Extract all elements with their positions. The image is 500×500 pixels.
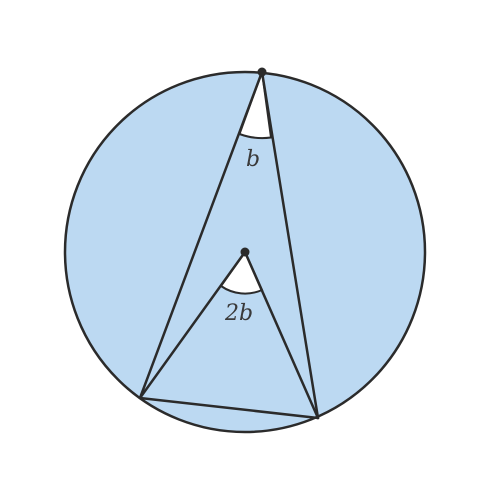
inscribed-angle-label: b xyxy=(246,147,260,172)
central-angle-label: 2b xyxy=(224,301,253,326)
radius-to-right xyxy=(243,250,320,420)
top-vertex-point xyxy=(257,67,267,77)
center-point xyxy=(240,247,250,257)
chord-top-to-right xyxy=(260,70,320,420)
chord-top-to-left xyxy=(138,70,264,400)
base-chord xyxy=(138,396,320,420)
radius-to-left xyxy=(138,250,247,400)
